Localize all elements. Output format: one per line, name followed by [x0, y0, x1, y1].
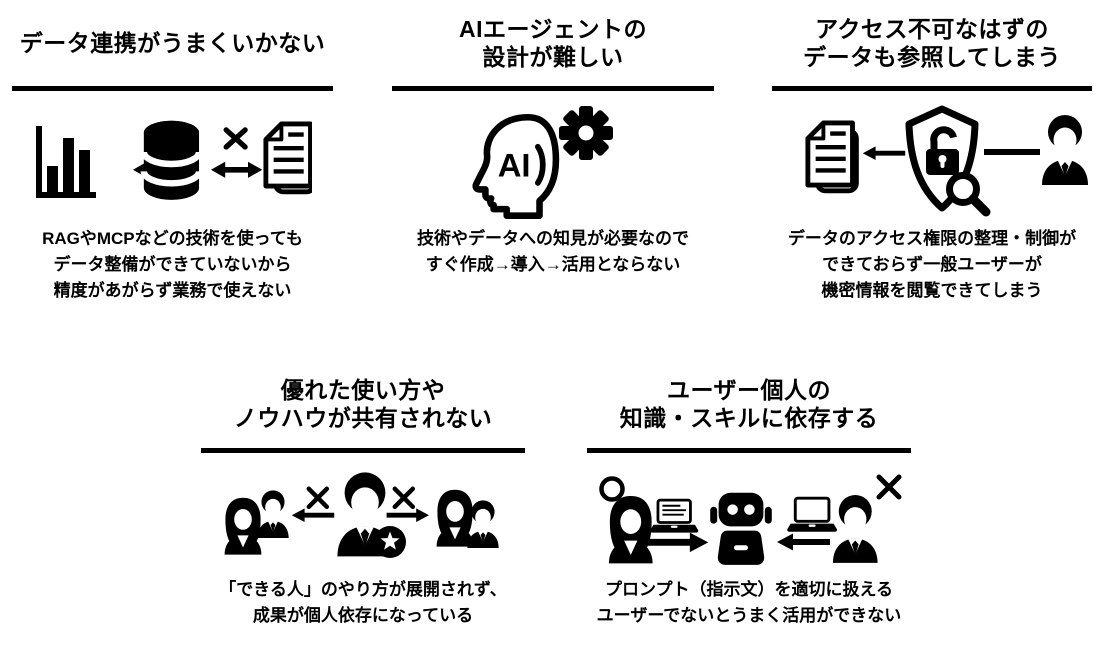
- panel-icons: [224, 472, 499, 558]
- robot-icon: [710, 492, 772, 565]
- panel-title: アクセス不可なはずの データも参照してしまう: [762, 8, 1102, 78]
- woman-icon: [224, 497, 262, 555]
- desc-line: できておらず一般ユーザーが: [822, 255, 1042, 274]
- title-line: データ連携がうまくいかない: [19, 30, 326, 56]
- left-arrow-icon: [863, 146, 905, 160]
- gear-icon: [559, 106, 613, 160]
- title-line: ノウハウが共有されない: [233, 405, 493, 431]
- person-icon: [1042, 115, 1088, 185]
- panel-title: データ連携がうまくいかない: [2, 8, 343, 78]
- laptop-icon: [648, 498, 700, 534]
- title-line: 設計が難しい: [482, 44, 624, 70]
- shield-unlocked-icon: [905, 105, 991, 217]
- desc-line: ユーザーでないとうまく活用ができない: [596, 606, 902, 625]
- title-underline: [772, 86, 1092, 91]
- documents-icon: [266, 124, 312, 192]
- title-line: アクセス不可なはずの: [815, 16, 1049, 42]
- bar-chart-icon: [39, 126, 96, 195]
- laptop-icon: [785, 496, 839, 534]
- database-icon: [144, 121, 199, 200]
- panel-icons: [772, 105, 1088, 217]
- panel-title: ユーザー個人の 知識・スキルに依存する: [577, 376, 921, 432]
- desc-line: 精度があがらず業務で使えない: [53, 281, 292, 300]
- woman-icon: [608, 495, 653, 564]
- right-arrow-icon: [387, 508, 429, 522]
- panel-description: 技術やデータへの知見が必要なので すぐ作成→導入→活用とならない: [362, 226, 744, 278]
- documents-icon: [808, 123, 857, 191]
- desc-line: 機密情報を閲覧できてしまう: [821, 281, 1043, 300]
- shackle: [930, 126, 957, 149]
- title-line: AIエージェントの: [458, 16, 648, 42]
- panel-description: プロンプト（指示文）を適切に扱える ユーザーでないとうまく活用ができない: [557, 577, 941, 629]
- right-arrow-icon: [647, 533, 708, 553]
- title-line: 知識・スキルに依存する: [619, 405, 879, 431]
- desc-line: 成果が個人依存になっている: [252, 606, 474, 625]
- title-underline: [392, 86, 714, 91]
- panel-title: AIエージェントの 設計が難しい: [382, 8, 724, 78]
- title-underline: [12, 86, 333, 91]
- panel-description: データのアクセス権限の整理・制御が できておらず一般ユーザーが 機密情報を閲覧で…: [742, 226, 1106, 304]
- desc-line: すぐ作成→導入→活用とならない: [425, 255, 681, 274]
- x-mark-icon: [309, 489, 327, 507]
- panel-knowhow-not-shared: 優れた使い方や ノウハウが共有されない 「できる人」のやり方が展開されず、 成果…: [201, 360, 525, 662]
- left-arrow-icon: [777, 534, 830, 551]
- desc-line: データ整備ができていないから: [53, 255, 292, 274]
- x-mark-icon: [395, 489, 413, 507]
- circle-mark-icon: [602, 479, 623, 500]
- panel-icons: [589, 462, 909, 565]
- panel-description: 「できる人」のやり方が展開されず、 成果が個人依存になっている: [171, 577, 555, 629]
- title-line: ユーザー個人の: [666, 377, 832, 403]
- desc-line: データのアクセス権限の整理・制御が: [787, 229, 1077, 248]
- woman-icon: [436, 489, 474, 547]
- desc-line: 「できる人」のやり方が展開されず、: [219, 580, 507, 599]
- star-badge-icon: [374, 526, 406, 558]
- panel-uncontrolled-access: アクセス不可なはずの データも参照してしまう データのアクセス権限の整理: [772, 0, 1092, 330]
- panel-data-linkage: データ連携がうまくいかない RAGやMCPなどの技術を使っても データ整備ができ…: [12, 0, 333, 330]
- panel-ai-agent-design: AIエージェントの 設計が難しい AI 技術やデータへの知見が必要なので すぐ作…: [392, 0, 714, 330]
- desc-line: プロンプト（指示文）を適切に扱える: [605, 580, 893, 599]
- panel-title: 優れた使い方や ノウハウが共有されない: [191, 376, 535, 432]
- person-icon: [832, 494, 878, 563]
- title-line: データも参照してしまう: [803, 44, 1061, 70]
- title-line: 優れた使い方や: [280, 377, 446, 403]
- title-underline: [587, 448, 911, 453]
- paren-curve: [535, 143, 546, 186]
- ai-label: AI: [498, 146, 531, 183]
- desc-line: RAGやMCPなどの技術を使っても: [42, 229, 303, 248]
- panel-icons: [32, 112, 312, 212]
- panel-individual-skill-dependency: ユーザー個人の 知識・スキルに依存する プロンプト（指示文）を適切に扱える ユー…: [587, 360, 911, 662]
- magnifier-icon: [946, 172, 991, 217]
- x-both-arrow-icon: [211, 130, 262, 178]
- ai-head-icon: AI: [472, 114, 560, 219]
- panel-description: RAGやMCPなどの技術を使っても データ整備ができていないから 精度があがらず…: [0, 226, 363, 304]
- x-mark-icon: [879, 477, 899, 497]
- left-arrow-icon: [292, 508, 334, 522]
- title-underline: [201, 448, 525, 453]
- desc-line: 技術やデータへの知見が必要なので: [417, 229, 689, 248]
- person-icon: [257, 490, 289, 538]
- panel-icons: AI: [472, 106, 613, 219]
